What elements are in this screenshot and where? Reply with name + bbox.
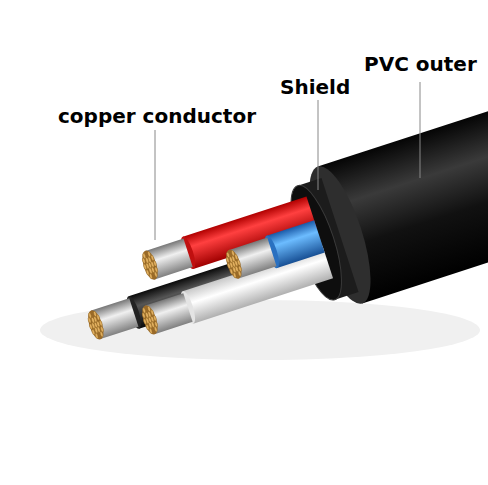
leader-line	[420, 82, 421, 178]
leader-line	[318, 100, 319, 190]
part-label: Shield	[280, 75, 350, 99]
blue-wire	[222, 220, 324, 282]
part-label: copper conductor	[58, 104, 256, 128]
part-label: PVC outer	[364, 52, 477, 76]
leader-line	[155, 130, 156, 240]
white-wire	[139, 246, 333, 338]
cable	[64, 37, 488, 386]
